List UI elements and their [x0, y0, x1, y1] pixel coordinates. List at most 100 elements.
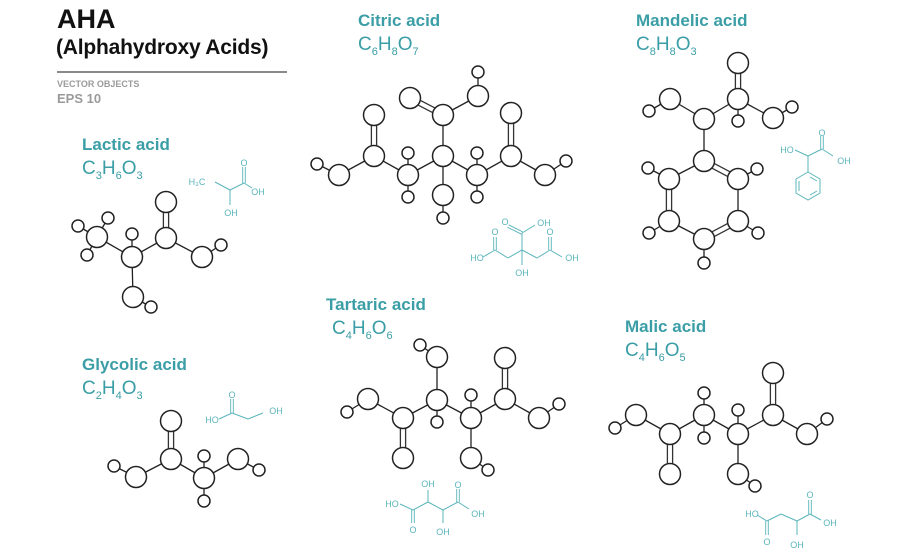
hydrogen-atom	[197, 494, 211, 508]
hydrogen-atom	[559, 154, 573, 168]
skeletal-atom-label: OH	[436, 527, 450, 537]
hydrogen-atom	[71, 219, 85, 233]
citric-acid-name: Citric acid	[358, 11, 441, 30]
hydrogen-atom	[107, 459, 121, 473]
atom	[391, 406, 415, 430]
malic-acid-formula: C4H6O5	[625, 340, 686, 364]
hydrogen-atom	[310, 157, 324, 171]
atom	[493, 387, 517, 411]
atom	[692, 107, 716, 131]
glycolic-acid-name: Glycolic acid	[82, 355, 187, 374]
tartaric-acid-name: Tartaric acid	[326, 295, 426, 314]
lactic-acid-model	[71, 190, 228, 314]
skeletal-atom-label: HO	[780, 145, 794, 155]
mandelic-acid-skeletal-formula: HO O OH	[780, 128, 851, 201]
citric-acid-model	[310, 65, 573, 225]
mandelic-acid-name: Mandelic acid	[636, 11, 748, 30]
vector-objects-label: VECTOR OBJECTS	[57, 79, 140, 89]
atom	[466, 84, 490, 108]
atom	[159, 447, 183, 471]
page-subtitle: (Alphahydroxy Acids)	[56, 36, 269, 59]
hydrogen-atom	[731, 114, 745, 128]
skeletal-bond	[766, 513, 782, 522]
skeletal-atom-label: HO	[205, 415, 219, 425]
skeletal-bond	[457, 501, 470, 510]
skeletal-double-bond	[507, 226, 522, 235]
atom	[120, 245, 144, 269]
atom	[356, 387, 380, 411]
skeletal-bond	[809, 190, 818, 196]
skeletal-atom-label: O	[546, 227, 553, 237]
skeletal-atom-label: O	[818, 128, 825, 138]
mandelic-acid-formula: C8H8O3	[636, 34, 697, 58]
skeletal-bond	[780, 513, 798, 522]
hydrogen-atom	[125, 227, 139, 241]
skeletal-bond	[521, 224, 536, 234]
atom	[226, 447, 250, 471]
skeletal-atom-label: O	[501, 217, 508, 227]
skeletal-atom-label: OH	[790, 540, 804, 550]
hydrogen-atom	[731, 403, 745, 417]
skeletal-atom-label: OH	[269, 406, 283, 416]
malic-acid-model	[608, 361, 834, 493]
atom	[499, 144, 523, 168]
hydrogen-atom	[481, 463, 495, 477]
skeletal-atom-label: OH	[565, 253, 579, 263]
tartaric-acid-model	[340, 338, 566, 477]
atom	[692, 149, 716, 173]
skeletal-atom-label: OH	[421, 479, 435, 489]
skeletal-atom-label: OH	[251, 187, 265, 197]
hydrogen-atom	[820, 412, 834, 426]
skeletal-bond	[412, 501, 429, 511]
atom	[692, 227, 716, 251]
atom	[658, 87, 682, 111]
skeletal-bond	[427, 501, 444, 511]
atom	[327, 163, 351, 187]
skeletal-atom-label: OH	[515, 268, 529, 278]
malic-acid-name: Malic acid	[625, 317, 707, 336]
atom	[391, 446, 415, 470]
atom	[362, 103, 386, 127]
atom	[726, 87, 750, 111]
hydrogen-atom	[101, 211, 115, 225]
atom	[465, 163, 489, 187]
atom	[726, 167, 750, 191]
skeletal-bond	[494, 249, 509, 259]
atom	[657, 209, 681, 233]
atom	[431, 183, 455, 207]
skeletal-bond	[243, 182, 253, 189]
atom	[624, 403, 648, 427]
atom	[190, 245, 214, 269]
atom	[396, 163, 420, 187]
atom	[124, 465, 148, 489]
atom	[398, 86, 422, 110]
atom	[795, 422, 819, 446]
atom	[761, 403, 785, 427]
atom	[657, 167, 681, 191]
skeletal-bond	[809, 176, 818, 182]
hydrogen-atom	[401, 146, 415, 160]
atom	[431, 144, 455, 168]
eps-label: EPS 10	[57, 91, 102, 106]
skeletal-bond	[536, 249, 551, 259]
hydrogen-atom	[144, 300, 158, 314]
lactic-acid-name: Lactic acid	[82, 135, 170, 154]
skeletal-atom-label: OH	[837, 156, 851, 166]
citric-acid-formula: C6H8O7	[358, 34, 419, 58]
skeletal-atom-label: OH	[471, 509, 485, 519]
hydrogen-atom	[608, 421, 622, 435]
skeletal-atom-label: O	[763, 537, 770, 547]
skeletal-bond	[549, 249, 563, 258]
hydrogen-atom	[470, 146, 484, 160]
atom	[726, 462, 750, 486]
atom	[154, 226, 178, 250]
atom	[761, 106, 785, 130]
atom	[692, 403, 716, 427]
hydrogen-atom	[430, 415, 444, 429]
skeletal-atom-label: O	[806, 490, 813, 500]
atom	[658, 422, 682, 446]
